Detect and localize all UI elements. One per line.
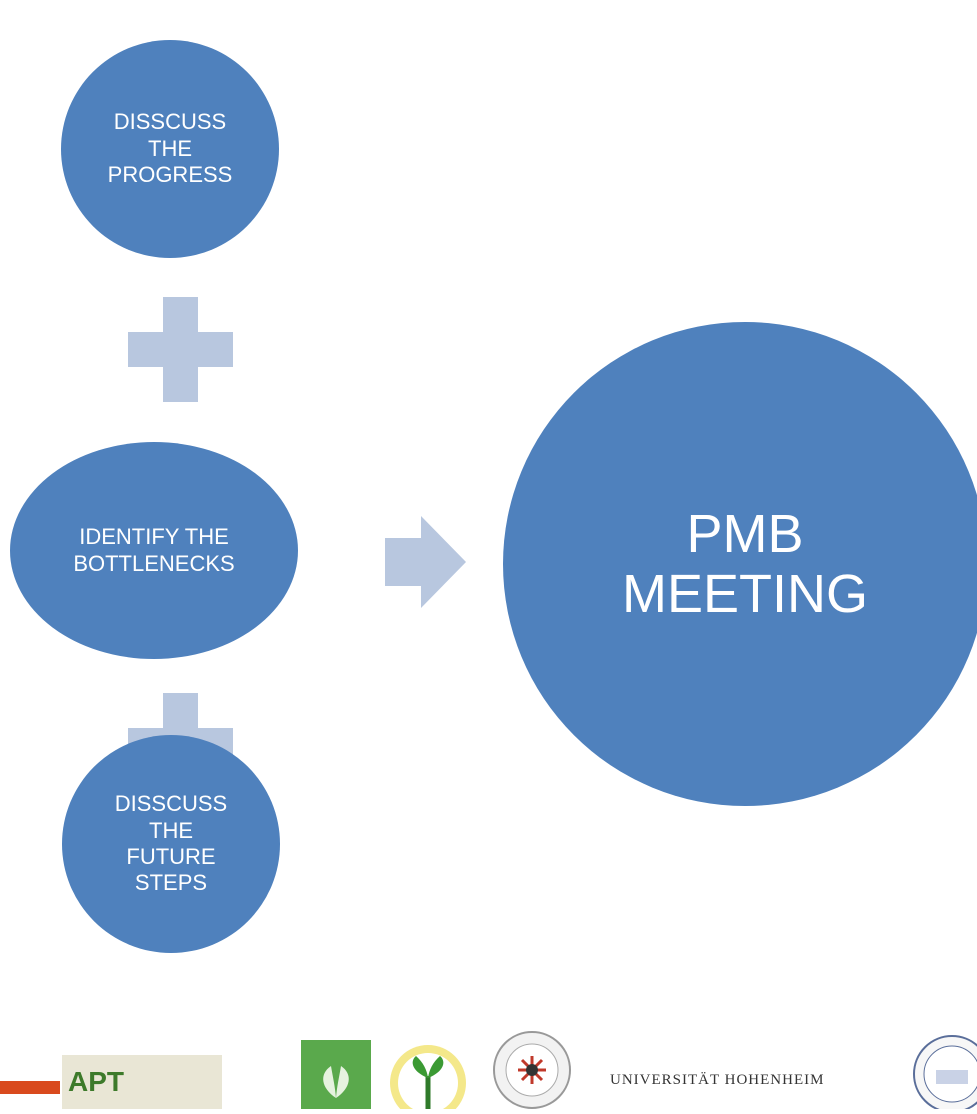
node-discuss-future-steps-label: DISSCUSS THE FUTURE STEPS [114,791,228,896]
university-seal-logo [913,1035,977,1109]
node-discuss-progress: DISSCUSS THE PROGRESS [61,40,279,258]
apt-logo-text: APT [68,1066,124,1097]
tree-logo [390,1045,466,1109]
node-discuss-future-steps: DISSCUSS THE FUTURE STEPS [62,735,280,953]
footer-logos: APT UNIVERSITÄT HOHENHEIM [0,958,977,1109]
node-pmb-meeting: PMB MEETING [503,322,977,806]
university-seal-logo [493,1031,571,1109]
node-discuss-progress-label: DISSCUSS THE PROGRESS [107,109,233,188]
arrow-right-icon [385,516,466,608]
apt-logo: APT [0,1055,222,1109]
green-leaf-logo [301,1040,371,1109]
universitat-hohenheim-logo: UNIVERSITÄT HOHENHEIM [610,1072,825,1088]
node-identify-bottlenecks: IDENTIFY THE BOTTLENECKS [10,442,298,659]
plus-icon [128,297,233,402]
node-identify-bottlenecks-label: IDENTIFY THE BOTTLENECKS [73,524,235,576]
node-pmb-meeting-label: PMB MEETING [621,503,868,624]
